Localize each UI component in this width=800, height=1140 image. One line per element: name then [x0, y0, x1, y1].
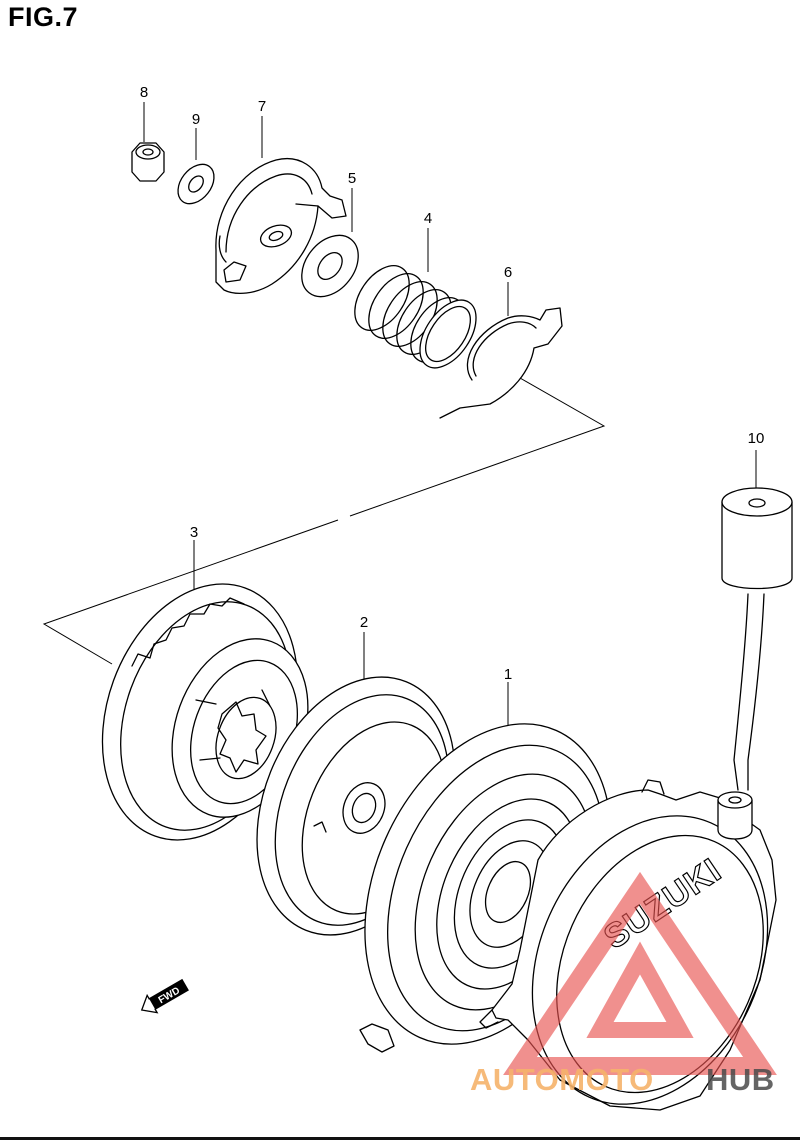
- callout-6: 6: [504, 264, 512, 281]
- callout-1: 1: [504, 666, 512, 683]
- part-4-spring: [354, 228, 477, 369]
- group-outline: [42, 377, 606, 665]
- callout-10: 10: [748, 430, 765, 447]
- forward-direction-badge: FWD: [140, 978, 189, 1014]
- part-8-nut: [131, 102, 165, 182]
- part-5-washer: [301, 188, 359, 298]
- fwd-label: FWD: [157, 985, 182, 1006]
- callout-3: 3: [190, 524, 198, 541]
- callout-2: 2: [360, 614, 368, 631]
- callout-4: 4: [424, 210, 432, 227]
- callout-8: 8: [140, 84, 148, 101]
- part-10-handle: [721, 450, 793, 791]
- callout-9: 9: [192, 111, 200, 128]
- callout-5: 5: [348, 170, 356, 187]
- watermark-text-part1: AUTOMOTO: [470, 1062, 654, 1097]
- part-6-wire-clip: [439, 282, 563, 419]
- watermark-logo: [503, 871, 777, 1075]
- part-7-friction-plate: [215, 116, 347, 295]
- bottom-border: [0, 1137, 800, 1140]
- watermark-text-part2: HUB: [706, 1062, 775, 1097]
- starter-housing: [479, 779, 777, 1111]
- callout-7: 7: [258, 98, 266, 115]
- figure-title: FIG.7: [8, 2, 79, 32]
- part-9-washer: [177, 128, 215, 205]
